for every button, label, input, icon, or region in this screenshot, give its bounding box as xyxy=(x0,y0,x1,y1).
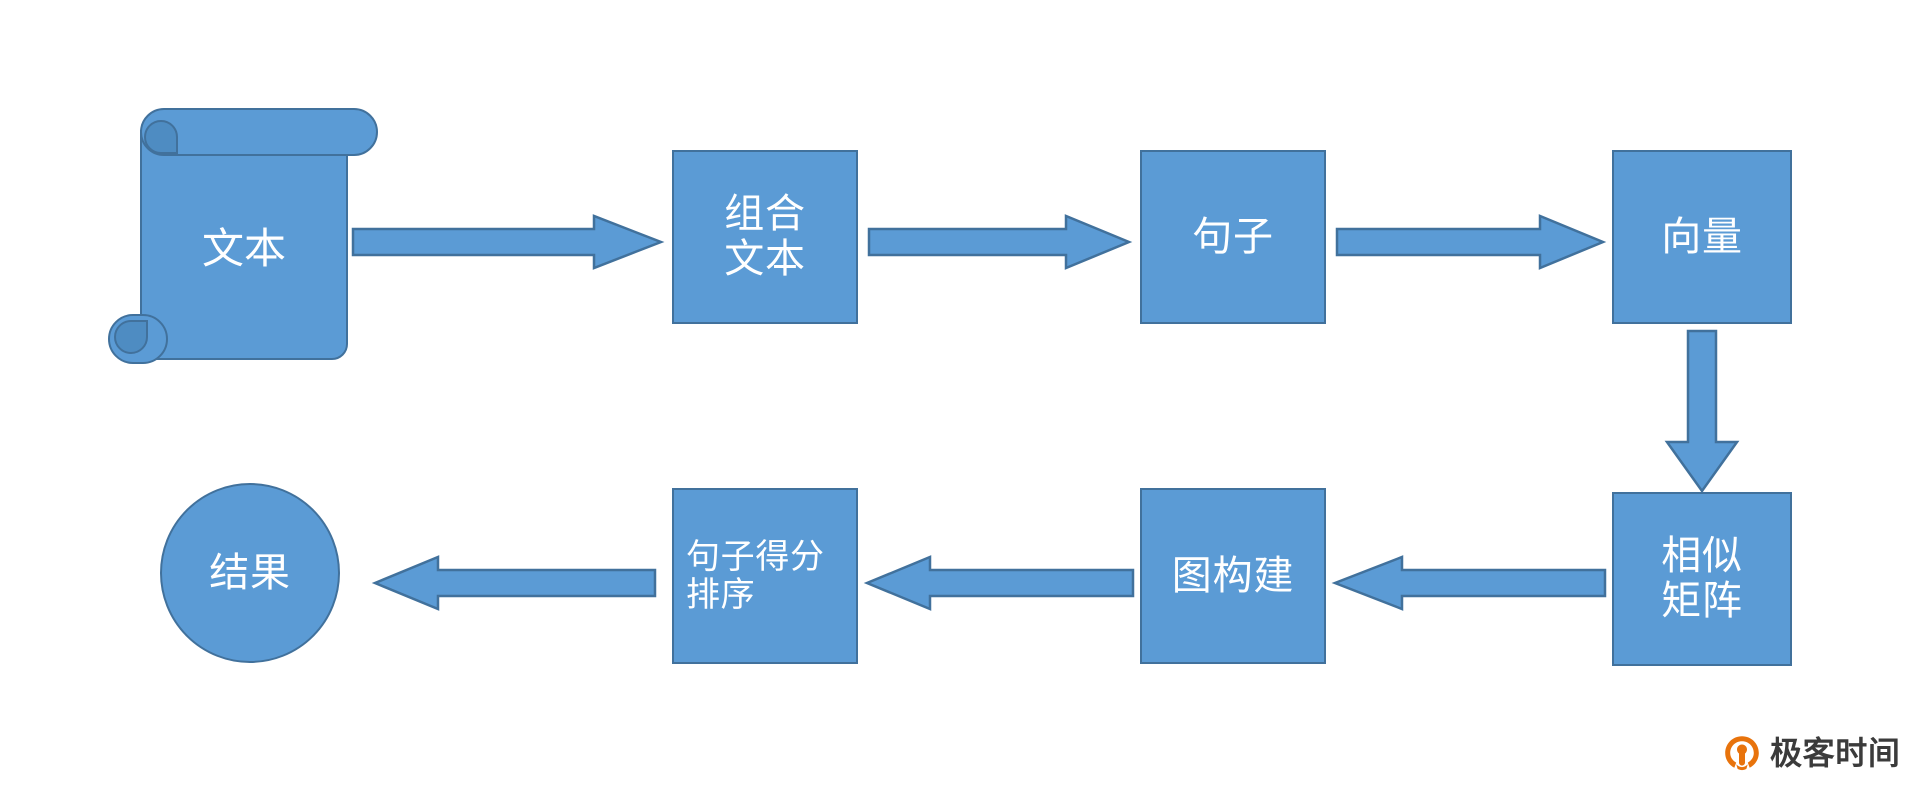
node-result[interactable]: 结果 xyxy=(160,483,340,663)
node-graph-build[interactable]: 图构建 xyxy=(1140,488,1326,664)
arrow-combined-text-to-sentence xyxy=(867,214,1133,270)
watermark-brand-text: 极客时间 xyxy=(1770,735,1901,771)
node-text-label: 文本 xyxy=(201,224,286,272)
arrow-text-to-combined-text xyxy=(351,214,665,270)
scroll-bottom-knob xyxy=(114,320,148,354)
node-similarity-matrix[interactable]: 相似 矩阵 xyxy=(1612,492,1792,666)
node-sentence[interactable]: 句子 xyxy=(1140,150,1326,324)
arrow-sentence-rank-to-result xyxy=(371,555,657,611)
node-combined-text[interactable]: 组合 文本 xyxy=(672,150,858,324)
node-vector[interactable]: 向量 xyxy=(1612,150,1792,324)
arrow-vector-to-similarity-matrix xyxy=(1664,329,1740,494)
scroll-top-knob xyxy=(144,120,178,154)
arrow-similarity-matrix-to-graph-build xyxy=(1331,555,1607,611)
node-sentence-rank[interactable]: 句子得分 排序 xyxy=(672,488,858,664)
arrow-graph-build-to-sentence-rank xyxy=(863,555,1135,611)
scroll-body xyxy=(140,130,348,360)
arrow-sentence-to-vector xyxy=(1335,214,1607,270)
watermark-geektime: 极客时间 xyxy=(1722,733,1901,773)
scroll-top-roll xyxy=(140,108,378,156)
geektime-logo-icon xyxy=(1722,733,1762,773)
node-text[interactable]: 文本 xyxy=(108,108,380,364)
